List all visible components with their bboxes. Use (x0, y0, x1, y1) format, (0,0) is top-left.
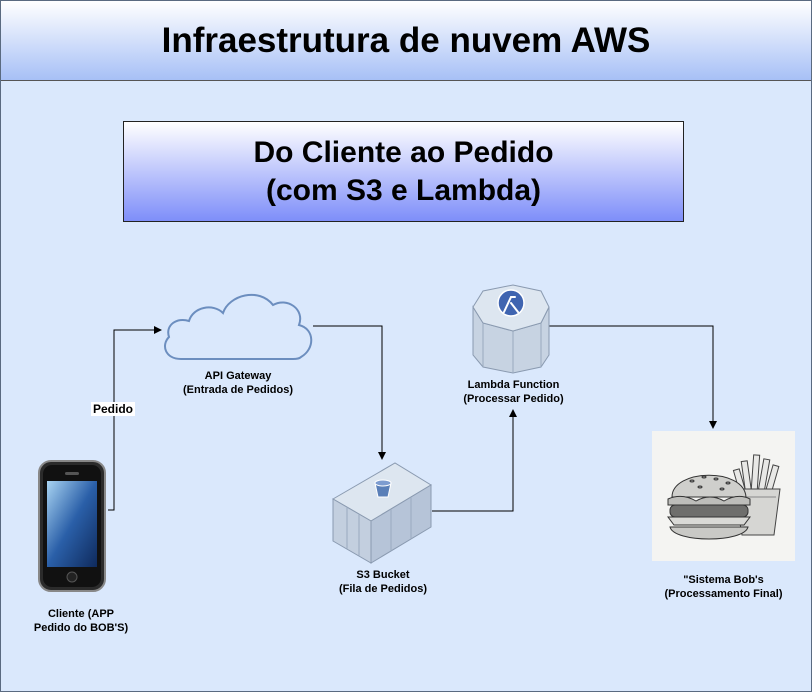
edge-lambda-to-final (549, 325, 717, 429)
burger-fries-sketch (652, 431, 795, 561)
burger-icon (667, 454, 781, 540)
cloud-icon (164, 294, 313, 360)
api-gateway-label: API Gateway (Entrada de Pedidos) (168, 369, 308, 397)
lambda-icon (472, 284, 550, 374)
header-banner: Infraestrutura de nuvem AWS (1, 1, 811, 81)
api-gateway-name: API Gateway (204, 370, 272, 382)
api-gateway-desc: (Entrada de Pedidos) (182, 384, 294, 396)
subtitle-line-2: (com S3 e Lambda) (265, 173, 542, 207)
client-desc: Pedido do BOB'S) (33, 622, 129, 634)
s3-label: S3 Bucket (Fila de Pedidos) (313, 568, 453, 596)
edge-client-to-api (108, 326, 162, 511)
final-system-desc: (Processamento Final) (664, 588, 783, 600)
s3-desc: (Fila de Pedidos) (338, 583, 427, 595)
edge-api-to-s3 (313, 325, 386, 460)
s3-name: S3 Bucket (356, 569, 410, 581)
final-system-label: "Sistema Bob's (Processamento Final) (641, 573, 806, 601)
s3-bucket-icon (332, 462, 432, 564)
subtitle-line-1: Do Cliente ao Pedido (253, 135, 554, 169)
lambda-name: Lambda Function (467, 379, 560, 391)
edge-label-pedido: Pedido (91, 402, 136, 416)
edge-s3-to-lambda (432, 409, 517, 512)
page-title: Infraestrutura de nuvem AWS (161, 20, 651, 60)
lambda-label: Lambda Function (Processar Pedido) (441, 378, 586, 406)
lambda-desc: (Processar Pedido) (463, 393, 564, 405)
subtitle-box: Do Cliente ao Pedido (com S3 e Lambda) (123, 121, 684, 222)
smartphone-icon (38, 460, 106, 592)
final-system-name: "Sistema Bob's (683, 574, 764, 586)
client-label: Cliente (APP Pedido do BOB'S) (13, 607, 149, 635)
client-name: Cliente (APP (47, 608, 114, 620)
